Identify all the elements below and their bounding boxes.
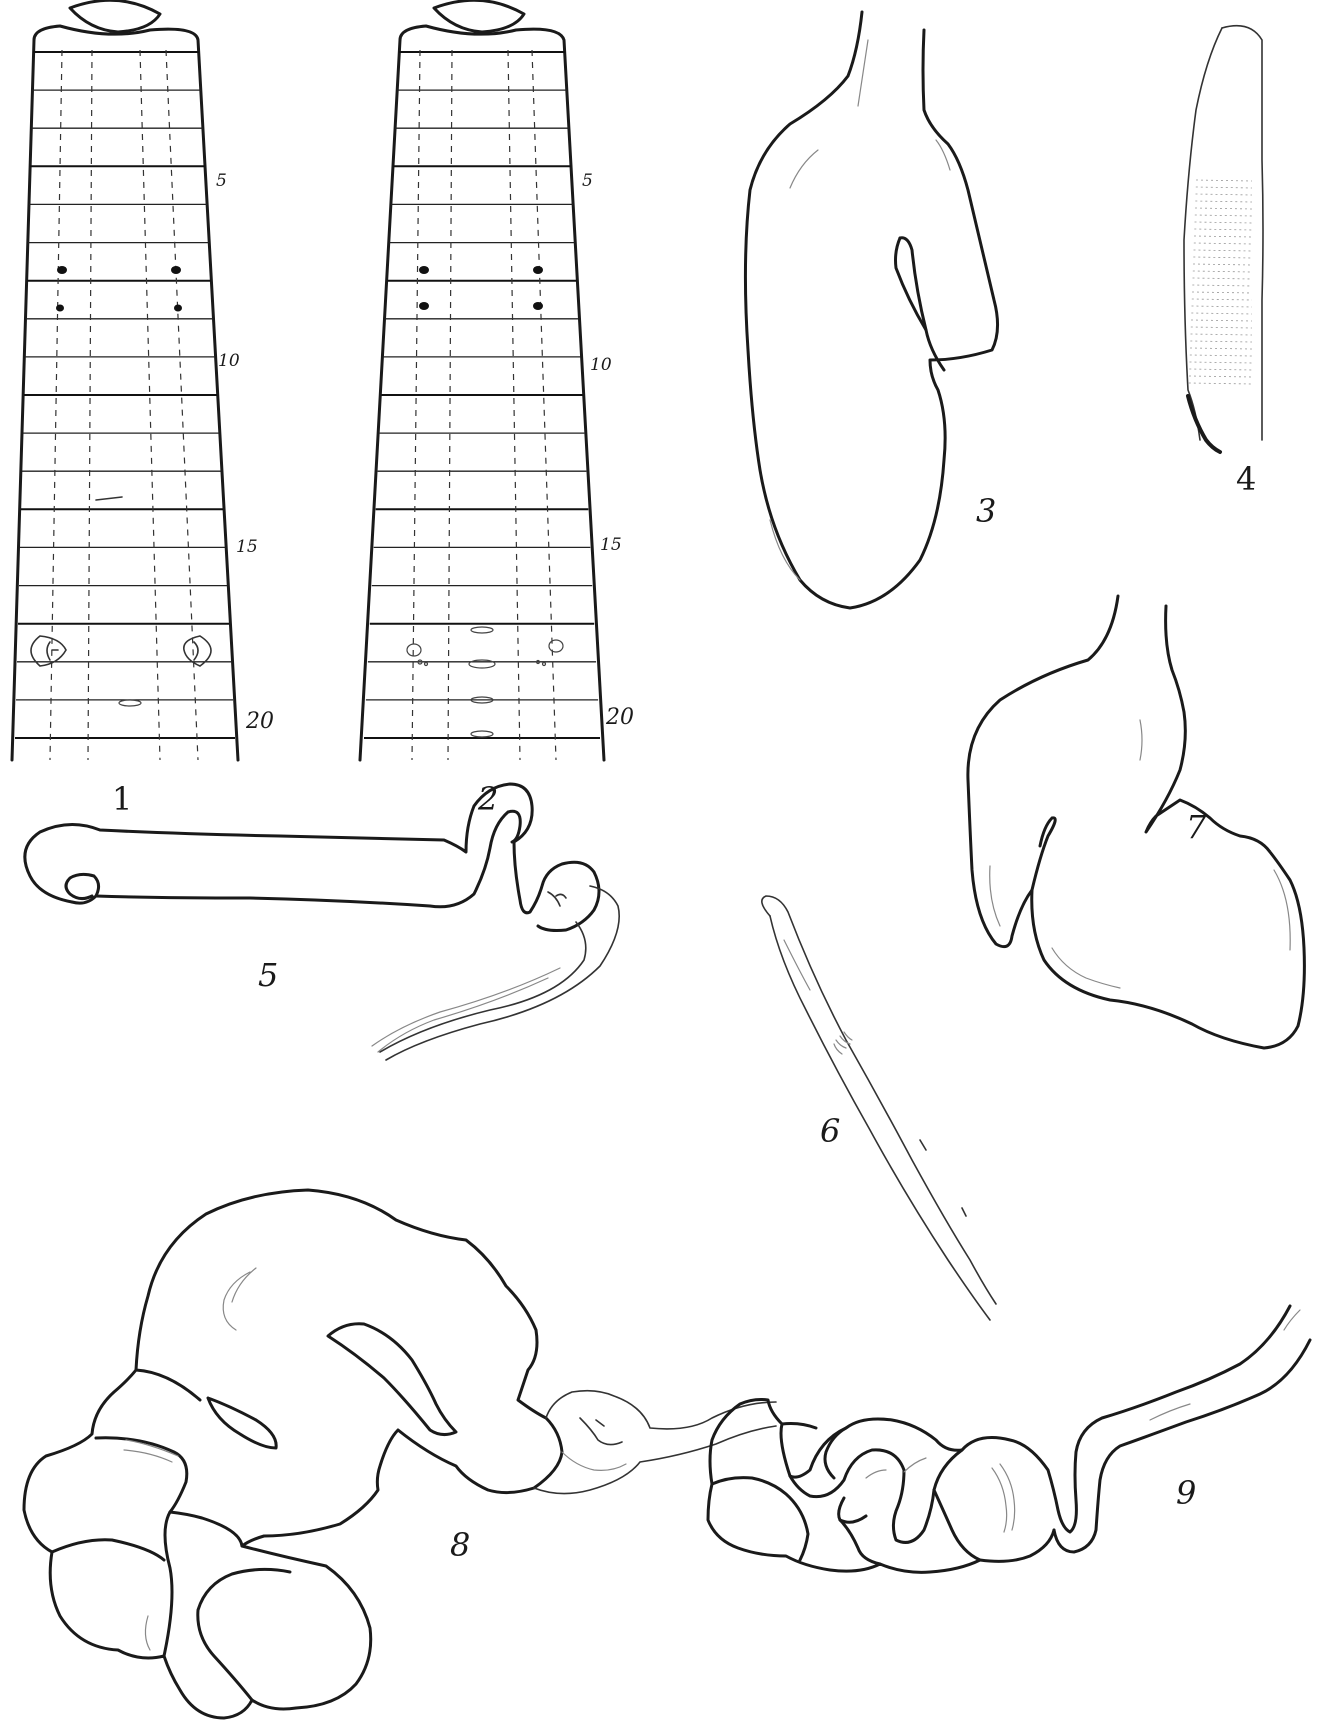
seta-striation	[1194, 236, 1252, 237]
figure-1-marker-20: 20	[245, 709, 274, 734]
figure-2-dashed-longitudinal-lines	[412, 50, 556, 760]
figure-9-coiled-duct-outline: 9	[708, 1306, 1310, 1572]
figure-5-sperm-duct-outline: 5	[25, 784, 619, 1060]
seta-striation	[1195, 222, 1253, 223]
figure-3-label: 3	[976, 492, 996, 530]
figure-1-clitellar-pores	[31, 497, 211, 706]
seta-striation	[1193, 271, 1252, 272]
seta-striation	[1192, 299, 1252, 300]
seta-striation	[1189, 376, 1252, 377]
figure-2-worm-ventral-diagram: 5 10 15 20 2	[360, 0, 634, 818]
seta-striation	[1192, 306, 1253, 307]
figure-2-marker-5: 5	[582, 171, 593, 191]
seta-striation	[1194, 250, 1253, 251]
seta-striation	[1194, 229, 1252, 230]
seta-striation	[1190, 355, 1252, 356]
seta-striation	[1191, 334, 1253, 335]
seta-striation	[1189, 369, 1252, 370]
seta-striation	[1193, 278, 1253, 279]
figure-7-label: 7	[1186, 808, 1207, 846]
seta-striation	[1192, 292, 1252, 293]
figure-8-coiled-duct-outline: 8	[24, 1190, 776, 1718]
seta-striation	[1195, 215, 1252, 216]
figure-1-marker-15: 15	[236, 537, 258, 557]
seta-striation	[1194, 243, 1252, 244]
seta-striation	[1193, 264, 1252, 265]
figure-8-label: 8	[450, 1526, 470, 1564]
seta-striation	[1191, 327, 1252, 328]
seta-striation	[1196, 180, 1252, 181]
seta-striation	[1190, 341, 1252, 342]
seta-striation	[1191, 313, 1252, 314]
figure-1-marker-10: 10	[218, 351, 240, 371]
seta-striation	[1195, 208, 1252, 209]
figure-1-setae-dots	[56, 266, 182, 312]
figure-1-worm-anterior-diagram: 5 10 15 20 1	[12, 0, 274, 818]
figure-1-segment-lines	[15, 52, 235, 738]
figure-2-segment-lines	[364, 52, 600, 738]
figure-1-marker-5: 5	[216, 171, 227, 191]
figure-9-label: 9	[1176, 1474, 1196, 1512]
figure-1-dashed-longitudinal-lines	[50, 50, 198, 760]
seta-striation	[1192, 285, 1252, 286]
figure-4-seta-outline: 4	[1184, 26, 1263, 498]
figure-2-pores	[407, 627, 563, 737]
figure-2-marker-15: 15	[600, 535, 622, 555]
figure-2-setae-dots	[419, 266, 543, 310]
seta-striation	[1193, 257, 1252, 258]
figure-2-marker-10: 10	[590, 355, 612, 375]
seta-striation	[1190, 362, 1253, 363]
seta-striation	[1196, 187, 1252, 188]
figure-4-striations	[1189, 180, 1252, 384]
seta-striation	[1191, 320, 1252, 321]
figure-7-spermatheca-outline: 7	[968, 596, 1305, 1048]
figure-4-label: 4	[1236, 460, 1256, 498]
figure-6-label: 6	[820, 1112, 840, 1150]
seta-striation	[1196, 194, 1253, 195]
seta-striation	[1195, 201, 1252, 202]
figure-6-penial-seta-outline: 6	[762, 896, 996, 1320]
figure-1-label: 1	[112, 780, 132, 818]
figure-5-label: 5	[258, 956, 278, 994]
figure-3-spermatheca-outline: 3	[745, 12, 997, 608]
seta-striation	[1190, 348, 1252, 349]
seta-striation	[1189, 383, 1252, 384]
figure-2-marker-20: 20	[605, 705, 634, 730]
